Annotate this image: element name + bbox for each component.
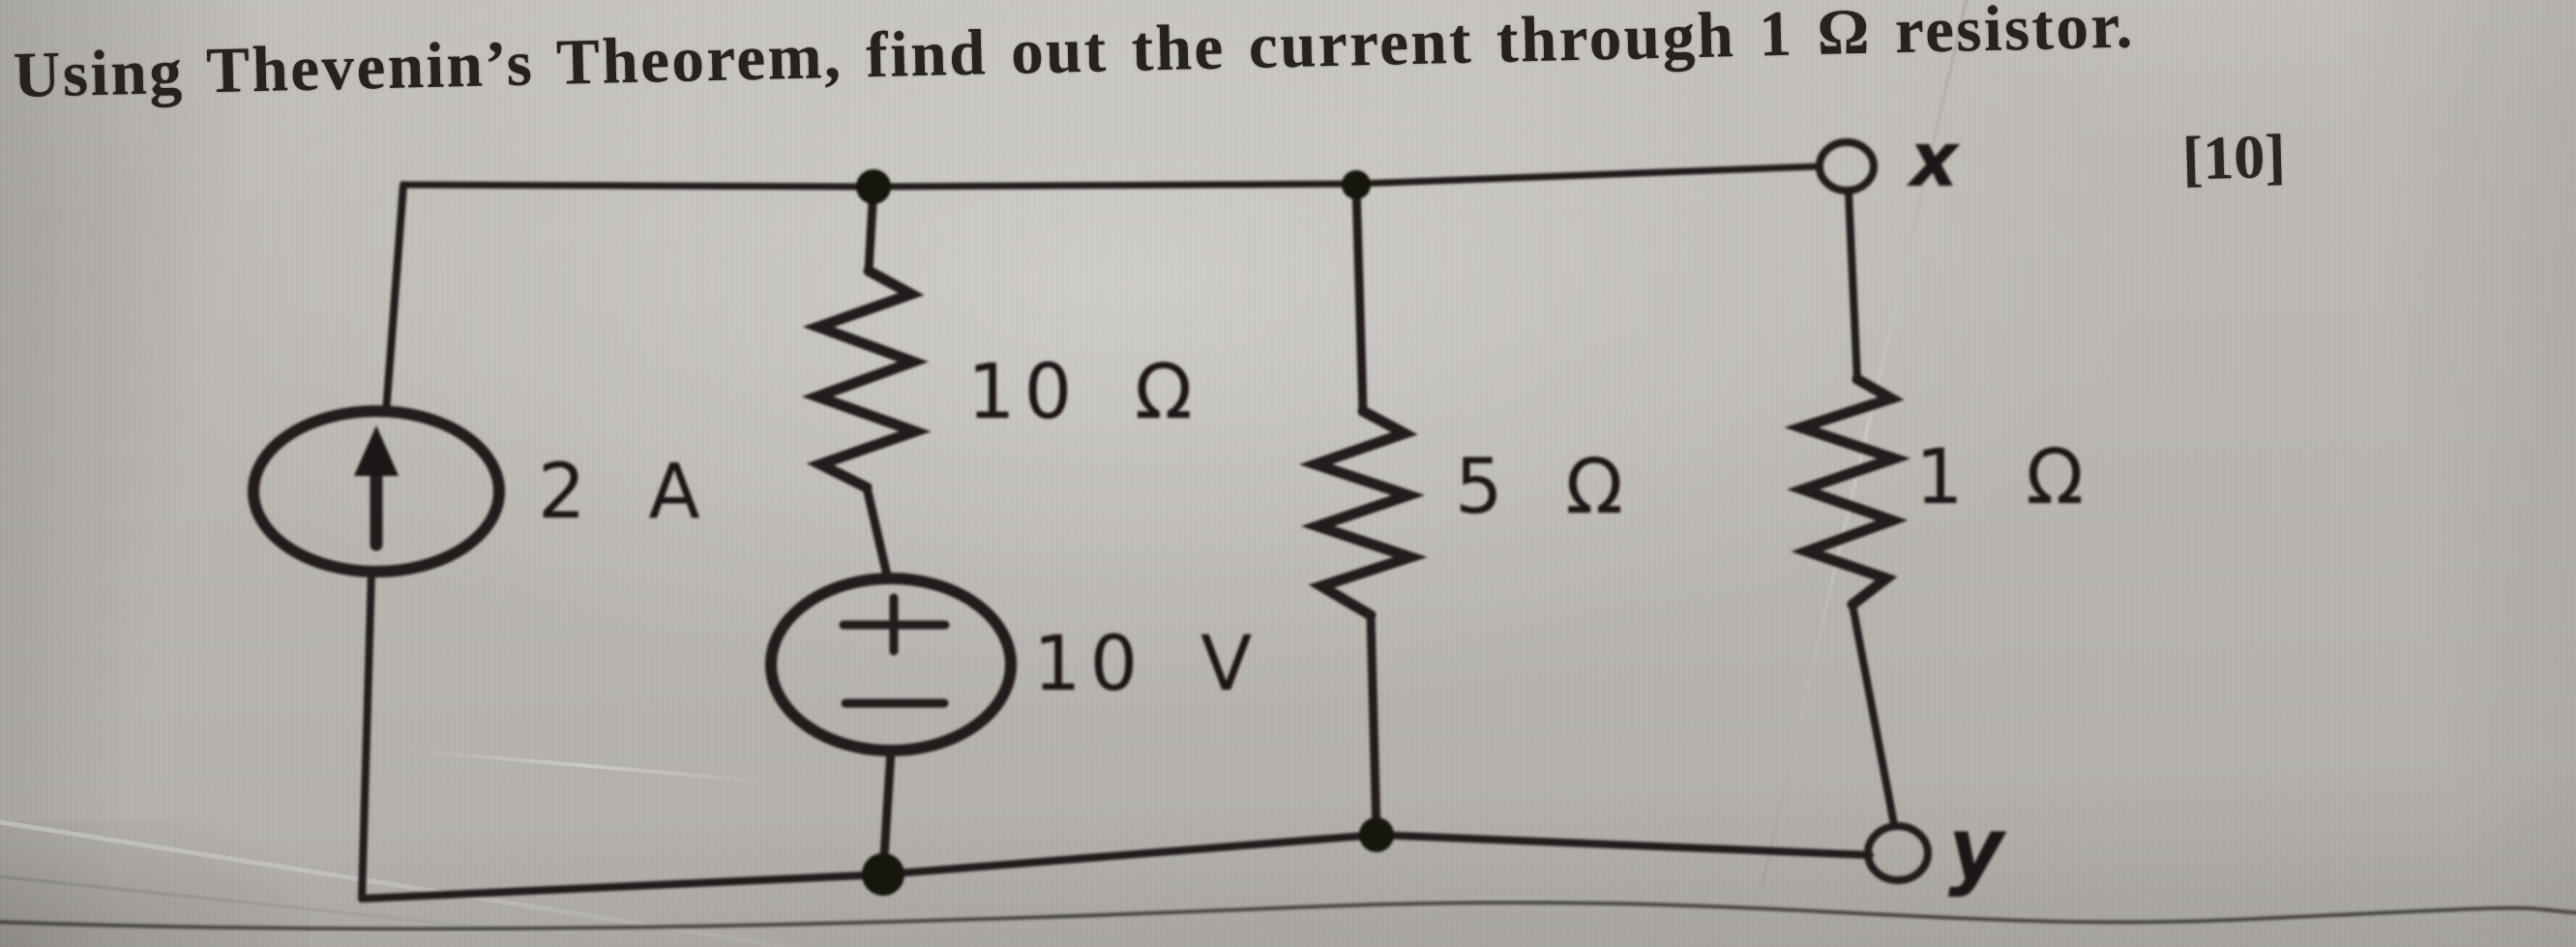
- voltage-source-label: 10 V: [1033, 621, 1260, 708]
- left-wire-bottom: [358, 569, 375, 903]
- branch2-wire-mid: [862, 483, 893, 584]
- resistor-1-label: 1 Ω: [1915, 434, 2092, 521]
- junction-dot: [1342, 170, 1371, 199]
- terminal-x-circle: [1816, 138, 1878, 194]
- ruled-line: [0, 901, 2576, 932]
- resistor-10-label: 10 Ω: [967, 349, 1201, 436]
- terminal-y-circle: [1864, 822, 1932, 884]
- junction-dot: [862, 853, 904, 896]
- branch3-wire-top: [1351, 180, 1368, 416]
- branch3-wire-bottom: [1366, 610, 1381, 838]
- terminal-x-label: x: [1906, 117, 1961, 204]
- junction-dot: [1359, 817, 1394, 852]
- branch4-wire-bottom: [1849, 601, 1898, 828]
- branch4-wire-top: [1845, 188, 1861, 383]
- current-source-arrow-head: [354, 426, 399, 476]
- branch2-wire-bottom: [878, 746, 896, 877]
- resistor-10-icon: [801, 265, 932, 493]
- current-source-icon: [248, 405, 505, 577]
- terminal-y-label: y: [1948, 799, 2007, 899]
- current-source-label: 2 A: [538, 449, 709, 536]
- junction-dot: [856, 169, 891, 204]
- resistor-1-icon: [1784, 373, 1911, 610]
- left-wire-top: [382, 181, 407, 417]
- resistor-5-icon: [1298, 405, 1428, 621]
- resistor-5-label: 5 Ω: [1455, 444, 1632, 531]
- top-wire: [400, 163, 1823, 191]
- bottom-wire: [358, 830, 1874, 903]
